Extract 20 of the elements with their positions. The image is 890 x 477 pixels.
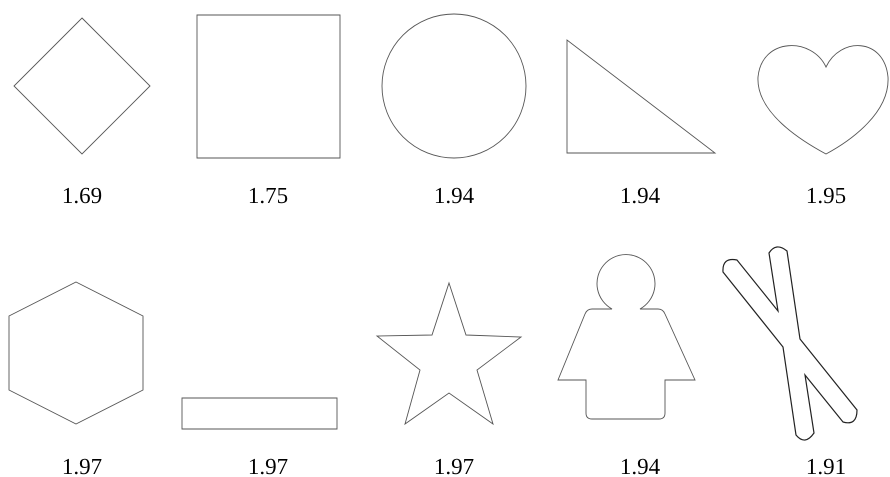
star-outline <box>376 282 522 426</box>
value-label: 1.91 <box>806 455 846 477</box>
triangle-outline <box>566 39 716 154</box>
value-label: 1.97 <box>248 455 288 477</box>
value-label: 1.94 <box>620 184 660 207</box>
diamond-outline <box>13 17 151 155</box>
circle-outline <box>382 14 526 158</box>
value-label: 1.69 <box>62 184 102 207</box>
value-label: 1.94 <box>620 455 660 477</box>
value-label: 1.97 <box>434 455 474 477</box>
value-label: 1.95 <box>806 184 846 207</box>
figure-outline <box>558 254 696 420</box>
value-label: 1.94 <box>434 184 474 207</box>
value-label: 1.75 <box>248 184 288 207</box>
value-label: 1.97 <box>62 455 102 477</box>
square-outline <box>196 14 340 158</box>
bar-outline <box>182 398 338 430</box>
hexagon-outline <box>8 282 144 424</box>
chromosome-outline <box>722 246 858 441</box>
heart-outline <box>758 45 888 154</box>
